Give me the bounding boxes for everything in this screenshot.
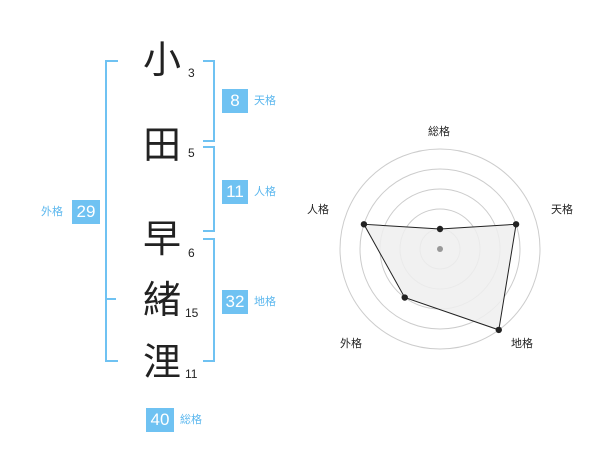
soukaku-label: 総格: [180, 413, 202, 426]
name-char-1: 小: [142, 38, 181, 82]
jinkaku-bracket: [203, 146, 215, 232]
radar-point-4: [401, 294, 408, 301]
gaikaku-bracket-divider: [105, 298, 116, 300]
radar-label-gaikaku: 外格: [340, 337, 362, 350]
radar-label-tenkaku: 天格: [551, 203, 573, 216]
stroke-count-5: 11: [185, 367, 198, 381]
radar-label-chikaku: 地格: [511, 337, 533, 350]
stroke-count-2: 5: [188, 146, 195, 160]
radar-label-jinkaku: 人格: [307, 203, 329, 216]
tenkaku-bracket: [203, 60, 215, 142]
radar-point-3: [495, 326, 502, 334]
gaikaku-bracket: [105, 60, 118, 362]
radar-point-2: [512, 221, 520, 228]
tenkaku-label: 天格: [254, 94, 276, 107]
stroke-count-1: 3: [188, 66, 195, 80]
radar-point-1: [436, 225, 444, 233]
tenkaku-value: 8: [222, 89, 248, 113]
name-char-4: 緒: [142, 278, 181, 322]
radar-center-dot: [437, 246, 443, 252]
name-char-5: 浬: [142, 340, 181, 384]
radar-label-soukaku: 総格: [428, 125, 450, 138]
chikaku-label: 地格: [254, 295, 276, 308]
name-char-2: 田: [142, 123, 181, 167]
gaikaku-value: 29: [72, 200, 100, 224]
stroke-count-3: 6: [188, 246, 195, 260]
chikaku-bracket: [203, 238, 215, 362]
gaikaku-label: 外格: [41, 205, 63, 218]
radar-polygon: [363, 223, 517, 331]
radar-ring-5: [339, 148, 541, 350]
radar-ring-4: [359, 168, 521, 330]
jinkaku-label: 人格: [254, 185, 276, 198]
name-char-3: 早: [142, 217, 181, 261]
radar-point-5: [360, 221, 368, 228]
soukaku-value: 40: [146, 408, 174, 432]
jinkaku-value: 11: [222, 180, 248, 204]
chikaku-value: 32: [222, 290, 248, 314]
stroke-count-4: 15: [185, 306, 199, 320]
